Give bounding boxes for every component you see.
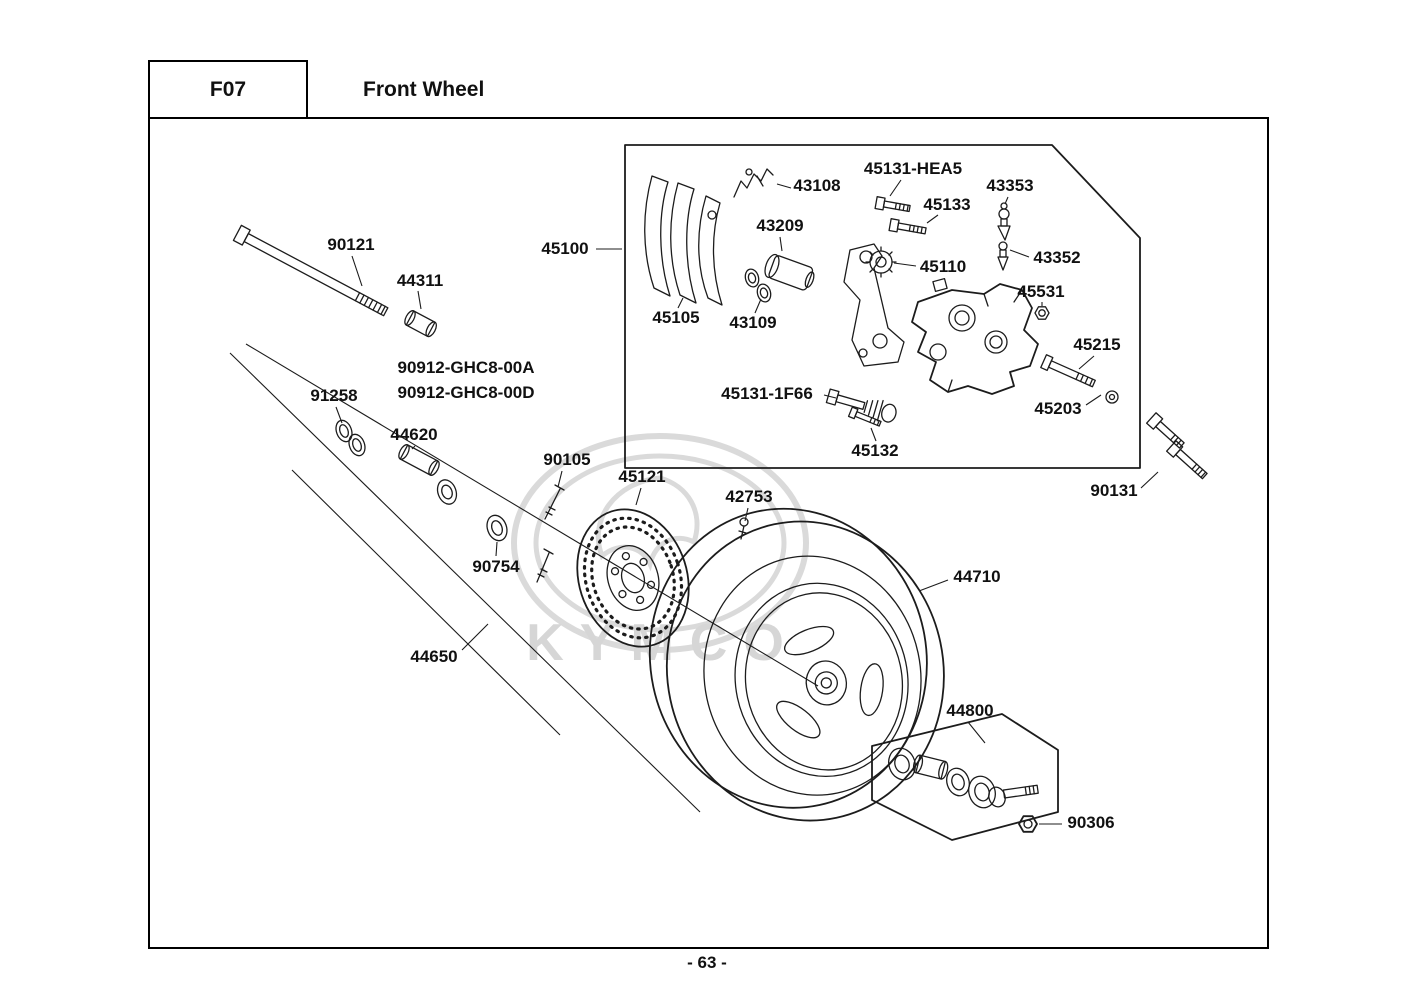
part-label-45132: 45132 xyxy=(851,441,899,460)
part-label-43109: 43109 xyxy=(729,313,777,332)
hub-assembly-box xyxy=(871,713,1059,841)
page-number: - 63 - xyxy=(687,953,727,972)
caliper-body xyxy=(911,277,1039,395)
seal-91258 xyxy=(335,419,353,443)
caliper-assembly-box xyxy=(624,144,1141,469)
part-label-43352: 43352 xyxy=(1033,248,1081,267)
part-label-91258: 91258 xyxy=(310,386,358,405)
part-label-43209: 43209 xyxy=(756,216,804,235)
part-label-43108: 43108 xyxy=(793,176,841,195)
bolt-45133 xyxy=(888,218,927,235)
caliper-bracket xyxy=(843,243,905,367)
washer-45203 xyxy=(1105,390,1119,404)
part-label-45531: 45531 xyxy=(1017,282,1065,301)
page-title: Front Wheel xyxy=(363,78,485,101)
part-label-90105: 90105 xyxy=(543,450,591,469)
page-frame xyxy=(148,60,1269,949)
assembly-axis-lines xyxy=(229,343,819,813)
part-label-43353: 43353 xyxy=(986,176,1034,195)
seal-90754 xyxy=(486,514,508,542)
bolts-90131 xyxy=(1145,412,1208,480)
hub-assembly-44800 xyxy=(888,747,1039,809)
collar-44620 xyxy=(398,444,440,476)
part-label-45203: 45203 xyxy=(1034,399,1082,418)
part-45110 xyxy=(865,246,897,278)
part-label-45131-1f66: 45131-1F66 xyxy=(721,384,813,403)
part-label-90306: 90306 xyxy=(1067,813,1115,832)
nut-45531 xyxy=(1034,306,1050,320)
piston-seals-43109 xyxy=(744,268,772,303)
part-label-90121: 90121 xyxy=(327,235,375,254)
spacer-44311 xyxy=(404,310,437,338)
bearing-ring xyxy=(436,479,458,505)
part-label-90754: 90754 xyxy=(472,557,520,576)
bolt-45215 xyxy=(1040,354,1096,388)
part-label-44311: 44311 xyxy=(396,271,444,290)
part-label-44650: 44650 xyxy=(410,647,458,666)
part-label-90912-ghc8-00a: 90912-GHC8-00A xyxy=(397,358,535,377)
front-wheel-44710 xyxy=(648,507,945,822)
section-code: F07 xyxy=(209,77,247,101)
leader-lines xyxy=(335,179,1159,825)
nut-90306 xyxy=(1018,815,1038,833)
valve-43352 xyxy=(997,241,1009,271)
part-label-45215: 45215 xyxy=(1073,335,1121,354)
brake-pads-45105 xyxy=(644,175,723,306)
bolt-45131-hea5 xyxy=(874,196,911,213)
part-label-42753: 42753 xyxy=(725,487,773,506)
part-label-45100: 45100 xyxy=(541,239,589,258)
part-label-44620: 44620 xyxy=(390,425,438,444)
part-label-45133: 45133 xyxy=(923,195,971,214)
part-label-45110: 45110 xyxy=(919,257,967,276)
pad-spring-43108 xyxy=(733,168,774,198)
pin-45132 xyxy=(847,406,882,427)
bolt-45131-1f66 xyxy=(825,388,897,423)
seal-ring-2 xyxy=(348,433,366,457)
part-label-45131-hea5: 45131-HEA5 xyxy=(863,159,963,178)
piston-43209 xyxy=(764,253,815,291)
part-label-44800: 44800 xyxy=(946,701,994,720)
bolts-90105 xyxy=(536,484,565,583)
axle-90121 xyxy=(232,224,389,317)
part-label-44710: 44710 xyxy=(953,567,1001,586)
part-label-90131: 90131 xyxy=(1090,481,1138,500)
bleed-valve-43353 xyxy=(997,202,1011,241)
watermark-text: KYMCO xyxy=(526,614,800,672)
part-label-90912-ghc8-00d: 90912-GHC8-00D xyxy=(397,383,535,402)
part-label-45121: 45121 xyxy=(618,467,666,486)
part-label-45105: 45105 xyxy=(652,308,700,327)
kymco-watermark-logo xyxy=(511,433,809,653)
